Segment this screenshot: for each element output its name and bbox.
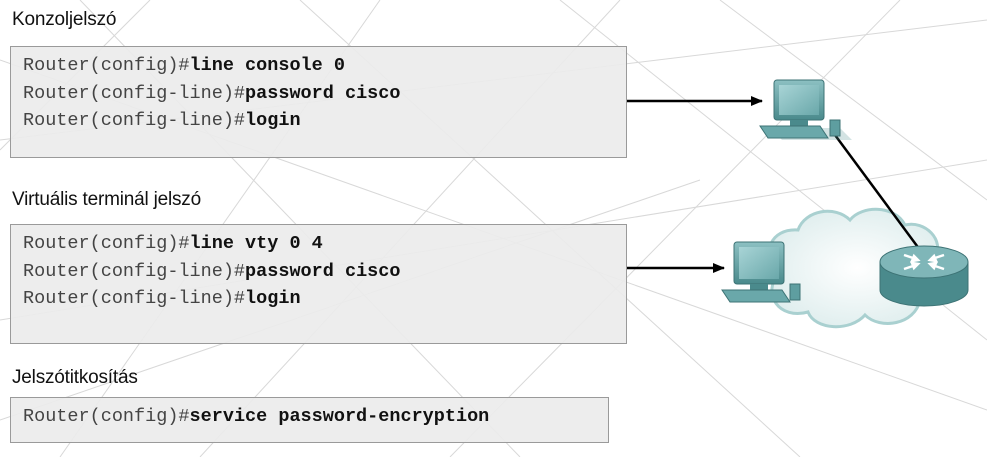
console-link-line (833, 134, 922, 251)
command-line: Router(config)#service password-encrypti… (23, 403, 608, 431)
command-line: Router(config-line)#login (23, 107, 626, 135)
command-line: Router(config-line)#password cisco (23, 80, 626, 108)
command-line: Router(config-line)#login (23, 285, 626, 313)
console-command-box: Router(config)#line console 0 Router(con… (10, 46, 627, 158)
command-prompt: Router(config-line)# (23, 260, 246, 282)
command-line: Router(config-line)#password cisco (23, 258, 626, 286)
vty-command-box: Router(config)#line vty 0 4 Router(confi… (10, 224, 627, 344)
command-prompt: Router(config-line)# (23, 288, 246, 309)
command-text: line console 0 (189, 55, 345, 76)
command-line: Router(config)#line console 0 (23, 52, 626, 80)
remote-pc-icon (721, 241, 801, 303)
command-prompt: Router(config)# (23, 406, 190, 427)
encryption-command-box: Router(config)#service password-encrypti… (10, 397, 609, 443)
command-prompt: Router(config)# (23, 233, 190, 254)
command-prompt: Router(config-line)# (23, 110, 246, 131)
router-icon (879, 245, 969, 307)
console-pc-icon (759, 79, 852, 140)
command-prompt: Router(config)# (23, 55, 190, 76)
command-prompt: Router(config-line)# (23, 82, 246, 104)
section-title-vty: Virtuális terminál jelszó (12, 189, 201, 210)
command-text: password cisco (245, 260, 401, 282)
section-title-encryption: Jelszótitkosítás (12, 367, 138, 388)
command-text: service password-encryption (189, 406, 490, 427)
command-text: login (245, 288, 301, 309)
command-text: login (245, 110, 301, 131)
section-title-console: Konzoljelszó (12, 9, 117, 30)
command-text: password cisco (245, 82, 401, 104)
command-text: line vty 0 4 (189, 233, 323, 254)
command-line: Router(config)#line vty 0 4 (23, 230, 626, 258)
